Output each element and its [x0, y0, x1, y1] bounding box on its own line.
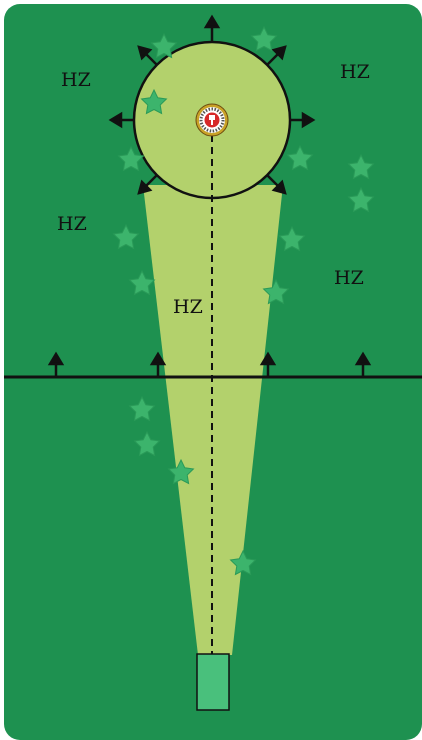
- arrow-up-icon: [354, 351, 372, 366]
- star-icon: [348, 154, 374, 179]
- arrow-up-icon: [259, 351, 277, 366]
- star-icon: [348, 187, 374, 212]
- star-icon: [129, 396, 155, 421]
- fairway: [143, 185, 283, 655]
- arrow-up-icon: [47, 351, 65, 366]
- star-icon: [134, 431, 160, 456]
- star-icon: [279, 226, 305, 251]
- hazard-label: HZ: [173, 296, 203, 318]
- hazard-label: HZ: [61, 69, 91, 91]
- pin-icon: [195, 103, 229, 137]
- boundary-arrows: [47, 351, 372, 377]
- tee-box: [196, 653, 230, 711]
- star-icon: [129, 270, 155, 295]
- star-icon: [113, 224, 139, 249]
- hazard-label: HZ: [340, 61, 370, 83]
- star-icon: [287, 145, 313, 170]
- arrow-up-icon: [149, 351, 167, 366]
- radial-arrows: [108, 14, 316, 195]
- star-icon: [251, 26, 277, 51]
- hazard-label: HZ: [334, 267, 364, 289]
- hazard-label: HZ: [57, 213, 87, 235]
